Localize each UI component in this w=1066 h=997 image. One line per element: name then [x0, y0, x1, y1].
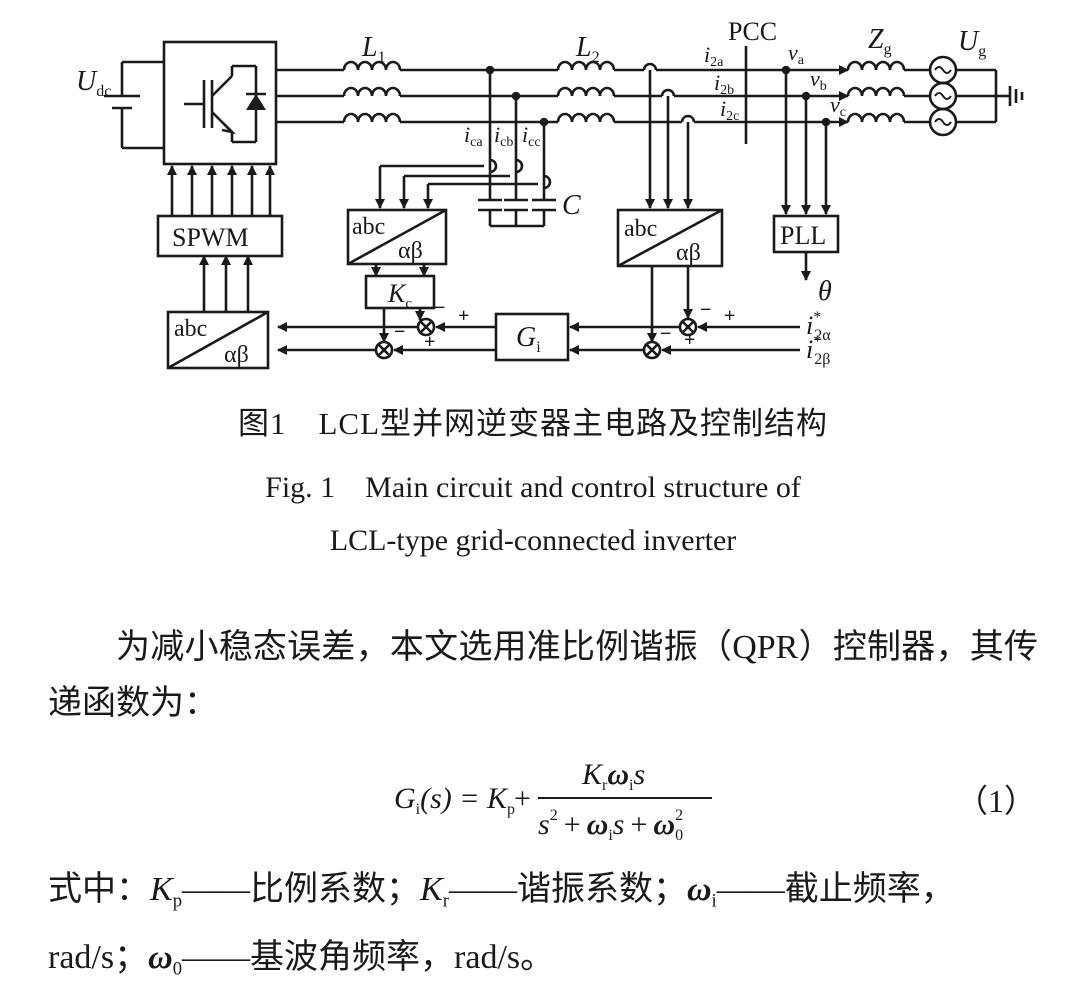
label-i2b: i2b — [714, 70, 734, 98]
label-ab-out: αβ — [224, 342, 249, 368]
figure-caption-cn: 图1 LCL型并网逆变器主电路及控制结构 — [237, 406, 829, 441]
label-pcc: PCC — [728, 17, 777, 46]
def-kp-desc: ——比例系数； — [182, 871, 421, 908]
label-l2: L2 — [575, 32, 600, 66]
svg-text:+: + — [514, 782, 531, 815]
def-w0-desc: ——基波角频率，rad/s。 — [182, 938, 555, 976]
label-ab-grid: αβ — [676, 240, 701, 266]
label-vc: vc — [830, 92, 846, 120]
dc-source — [104, 60, 164, 150]
sign-minus-ref-beta: − — [660, 323, 671, 345]
svg-text:Krωis: Krωis — [581, 760, 645, 794]
label-theta: θ — [818, 276, 832, 307]
phase-lines — [276, 65, 1024, 127]
label-cap-c: C — [562, 190, 581, 221]
label-ab-cap: αβ — [398, 238, 423, 264]
grid-sources — [928, 55, 958, 137]
label-abc-cap: abc — [352, 214, 385, 240]
label-i2a: i2a — [704, 42, 724, 70]
label-zg: Zg — [868, 24, 892, 58]
label-ica: ica — [464, 122, 483, 150]
body-paragraph-intro: 为减小稳态误差，本文选用准比例谐振（QPR）控制器，其传递函数为： — [48, 629, 1038, 722]
label-ref-beta: i*2β — [806, 333, 830, 368]
def-kr-sub: r — [442, 890, 449, 912]
def-wi-desc: ——截止频率，rad/s； — [48, 871, 955, 976]
label-abc-grid: abc — [624, 216, 657, 242]
equation-number: （1） — [955, 783, 1036, 819]
sign-plus-kc-alpha: + — [458, 305, 469, 327]
label-icb: icb — [494, 122, 513, 150]
abc-ab-transform-grid — [616, 208, 724, 268]
figure-caption-en-line2: LCL-type grid-connected inverter — [329, 524, 737, 557]
equation-1: Gi(s) = Kp + Krωis s2+ωis+ω02 — [394, 760, 712, 840]
abc-ab-transform-out — [166, 310, 270, 370]
label-pll: PLL — [780, 221, 826, 250]
def-kr-symbol: K — [420, 871, 443, 908]
gi-block — [494, 312, 570, 362]
sign-minus-kc-beta: − — [394, 321, 405, 343]
pll-sensing — [485, 65, 831, 215]
label-gi: Gi — [516, 322, 541, 356]
def-w0-sub: 0 — [172, 958, 183, 980]
spwm-block — [156, 214, 284, 258]
def-kp-symbol: K — [150, 871, 173, 908]
sign-plus-ref-alpha: + — [724, 305, 735, 327]
label-l1: L1 — [361, 32, 386, 66]
inductor-l2 — [556, 60, 616, 123]
svg-text:s2+ωis+ω02: s2+ωis+ω02 — [538, 807, 683, 840]
sign-minus-ref-alpha: − — [700, 299, 711, 321]
abc-ab-transform-cap — [346, 208, 448, 266]
label-va: va — [788, 40, 805, 68]
label-i2c: i2c — [720, 96, 739, 124]
label-spwm: SPWM — [172, 223, 249, 252]
label-vb: vb — [810, 66, 827, 94]
def-w0-symbol: ω — [148, 938, 173, 976]
grid-impedance-zg — [846, 60, 906, 123]
label-abc-out: abc — [174, 316, 207, 342]
kc-block — [364, 274, 436, 310]
label-kc: Kc — [387, 279, 412, 312]
label-ug: Ug — [958, 26, 986, 60]
def-kp-sub: p — [172, 890, 183, 912]
sign-minus-kc-alpha: − — [434, 297, 445, 319]
inductor-l1 — [342, 60, 402, 123]
def-wi-sub: i — [711, 890, 717, 912]
label-icc: icc — [522, 122, 541, 150]
sign-plus-ref-beta: + — [684, 329, 695, 351]
figure-caption-en-line1: Fig. 1 Main circuit and control structur… — [265, 471, 801, 504]
capacitor-branch — [375, 70, 556, 228]
body-paragraph-definitions: 式中：Kp——比例系数；Kr——谐振系数；ωi——截止频率，rad/s；ω0——… — [48, 862, 1038, 997]
svg-text:Gi(s) = Kp: Gi(s) = Kp — [394, 782, 515, 818]
label-udc: Udc — [76, 66, 111, 100]
def-kr-desc: ——谐振系数； — [448, 871, 687, 908]
pwm-arrows — [167, 165, 275, 216]
sign-plus-kc-beta: + — [424, 331, 435, 353]
def-wi-symbol: ω — [686, 871, 712, 908]
def-prefix: 式中： — [48, 871, 150, 908]
inverter-bridge — [162, 40, 278, 166]
label-ref-alpha: i*2α — [806, 309, 831, 344]
circuit-diagram: Udc L1 L2 PCC Zg Ug i2a i2b i2c va vb vc… — [76, 17, 1024, 370]
grid-current-sensing — [642, 62, 696, 209]
